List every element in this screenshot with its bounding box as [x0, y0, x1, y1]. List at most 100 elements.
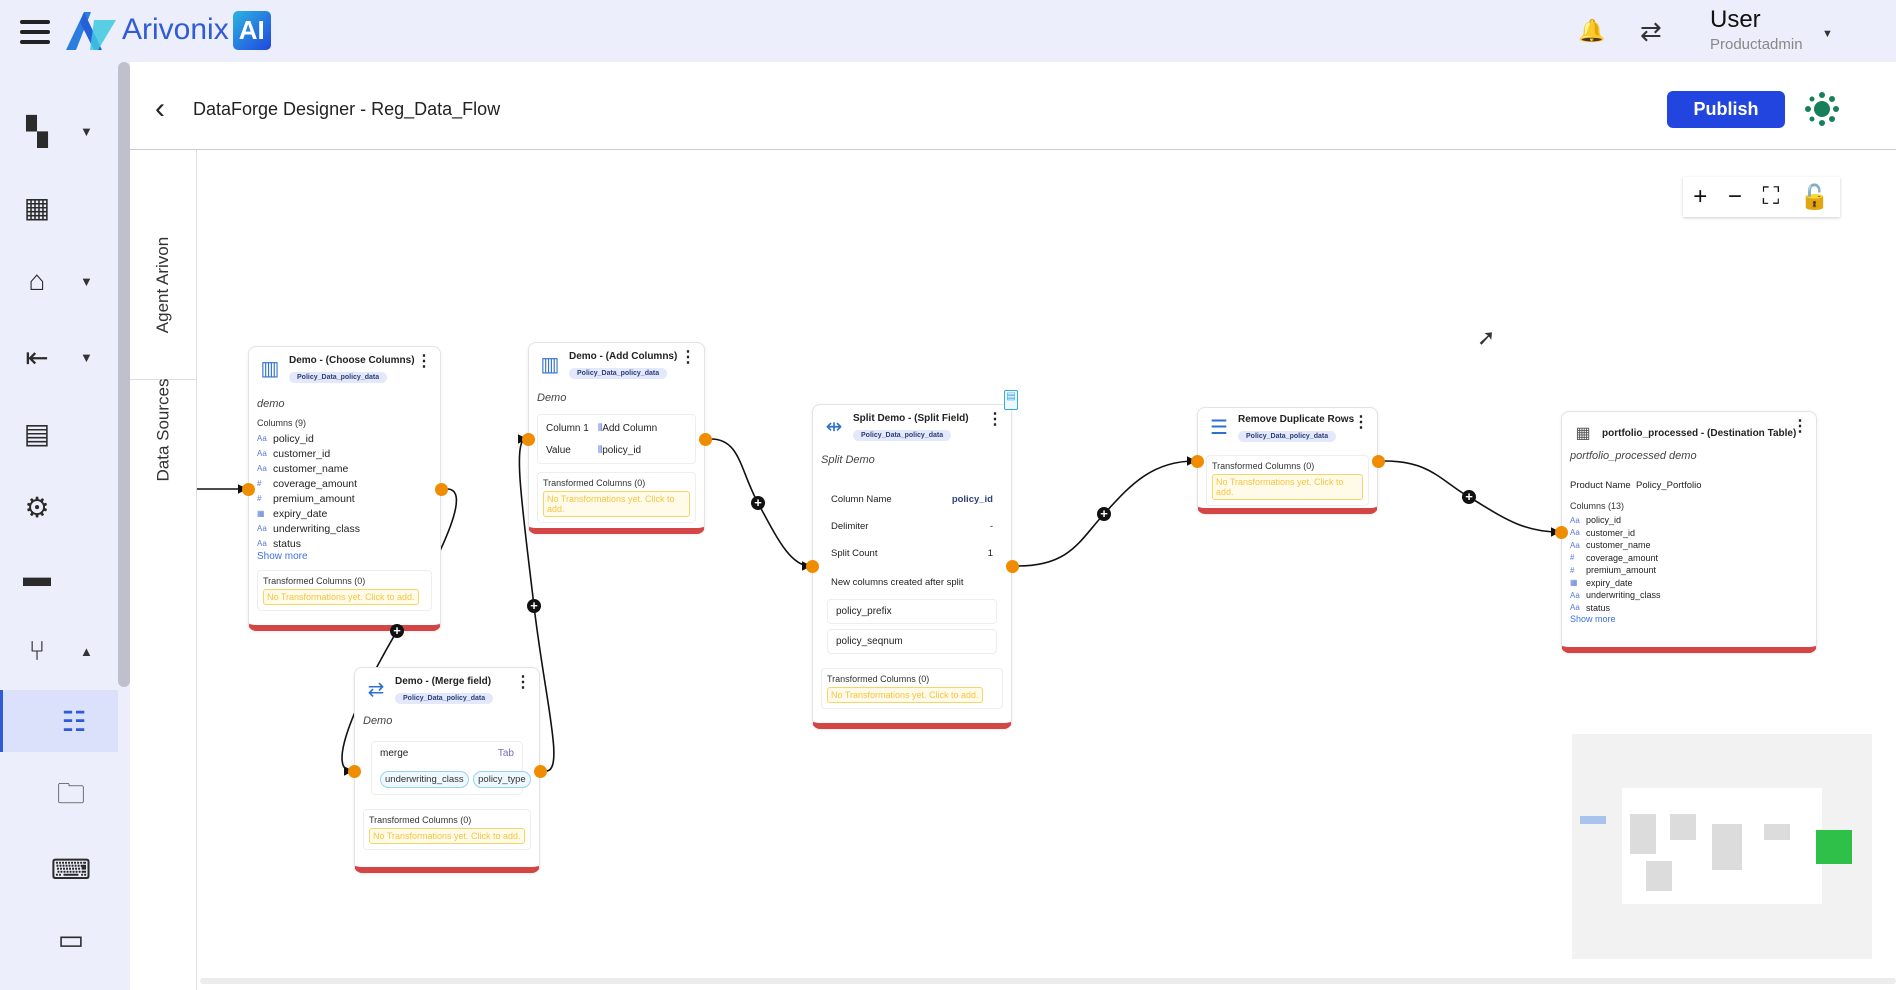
- output-handle[interactable]: [534, 765, 547, 778]
- output-handle[interactable]: [699, 433, 712, 446]
- sidebar-item-code-tools[interactable]: ⌨: [0, 838, 118, 900]
- input-handle[interactable]: [1191, 455, 1204, 468]
- more-options-icon[interactable]: ⋮: [515, 674, 531, 691]
- canvas-scrollbar[interactable]: [200, 978, 1896, 984]
- sidebar-item-requests[interactable]: ⇤▼: [0, 326, 118, 388]
- field-value: 1: [987, 548, 993, 559]
- output-handle[interactable]: [1006, 560, 1019, 573]
- canvas-controls: +−⛶ 🔓: [1683, 177, 1840, 217]
- add-node-button[interactable]: +: [1462, 490, 1476, 504]
- column-name: underwriting_class: [273, 522, 360, 535]
- fit-view-icon[interactable]: ⛶: [1762, 183, 1780, 210]
- sidebar-item-designer[interactable]: ☷: [0, 690, 118, 752]
- switch-icon[interactable]: ⇄: [1640, 16, 1662, 46]
- flow-icon: ⑂: [28, 635, 46, 666]
- minimap-node: [1630, 814, 1656, 854]
- publish-button[interactable]: Publish: [1667, 91, 1785, 128]
- top-bar: [0, 0, 1896, 62]
- field-label: Split Count: [831, 548, 878, 559]
- node-description: Demo: [363, 715, 393, 727]
- back-icon[interactable]: ‹: [155, 92, 165, 125]
- product-value: Policy_Portfolio: [1636, 480, 1702, 491]
- tab-data-sources[interactable]: Data Sources: [130, 340, 197, 520]
- sidebar-item-dashboard[interactable]: ▚▼: [0, 100, 118, 162]
- field-chip: underwriting_class: [380, 771, 469, 788]
- side-panel: Agent Arivon Data Sources: [130, 150, 197, 990]
- input-handle[interactable]: [1555, 526, 1568, 539]
- source-badge: Policy_Data_policy_data: [1238, 431, 1337, 442]
- minimap[interactable]: [1572, 734, 1872, 959]
- sidebar-item-folder-settings[interactable]: 🗀: [0, 766, 118, 828]
- add-transformation-button[interactable]: No Transformations yet. Click to add.: [543, 491, 690, 517]
- node-destination-table[interactable]: ▦portfolio_processed - (Destination Tabl…: [1561, 411, 1817, 653]
- merge-icon: ⇄: [367, 678, 385, 701]
- more-options-icon[interactable]: ⋮: [1792, 418, 1808, 435]
- input-handle[interactable]: [348, 765, 361, 778]
- show-more-link[interactable]: Show more: [257, 551, 308, 562]
- type-icon: #: [257, 494, 262, 503]
- sidebar-item-reports[interactable]: ▤: [0, 402, 118, 464]
- more-options-icon[interactable]: ⋮: [416, 353, 432, 370]
- dashboard-icon: ▚: [26, 115, 48, 147]
- sidebar-item-marketplace[interactable]: ⌂▼: [0, 250, 118, 312]
- input-handle[interactable]: [522, 433, 535, 446]
- lock-icon[interactable]: 🔓: [1799, 183, 1830, 211]
- tab-agent-arivon[interactable]: Agent Arivon: [130, 190, 197, 380]
- node-split-field[interactable]: ⇹Split Demo - (Split Field)Policy_Data_p…: [812, 404, 1012, 729]
- add-transformation-button[interactable]: No Transformations yet. Click to add.: [263, 589, 419, 605]
- field-value: Add Column: [602, 422, 658, 434]
- agent-status-icon[interactable]: [1803, 90, 1841, 128]
- node-merge-field[interactable]: ⇄Demo - (Merge field)Policy_Data_policy_…: [354, 667, 540, 873]
- node-choose-columns[interactable]: ▥Demo - (Choose Columns)Policy_Data_poli…: [248, 346, 441, 631]
- column-name: customer_name: [1586, 540, 1651, 551]
- sidebar-item-terminal[interactable]: ▭: [0, 908, 118, 970]
- transformed-label: Transformed Columns (0): [827, 674, 930, 684]
- caret-down-icon[interactable]: ▼: [1822, 28, 1833, 40]
- column-name: policy_id: [1586, 515, 1622, 526]
- tab-label: Data Sources: [153, 378, 173, 482]
- user-menu[interactable]: User Productadmin: [1710, 6, 1803, 53]
- add-transformation-button[interactable]: No Transformations yet. Click to add.: [827, 687, 983, 703]
- sidebar-item-layout[interactable]: ▬: [0, 546, 118, 608]
- zoom-in-icon[interactable]: +: [1693, 183, 1708, 210]
- add-node-button[interactable]: +: [390, 624, 404, 638]
- caret-down-icon: ▼: [80, 123, 93, 139]
- output-handle[interactable]: [1372, 455, 1385, 468]
- add-node-button[interactable]: +: [527, 599, 541, 613]
- code-wrench-icon: ⌨: [50, 853, 92, 885]
- menu-icon[interactable]: [20, 20, 50, 44]
- sidebar-item-pipelines[interactable]: ⑂▲: [0, 620, 118, 682]
- add-node-button[interactable]: +: [1097, 507, 1111, 521]
- node-add-columns[interactable]: ▥Demo - (Add Columns)Policy_Data_policy_…: [528, 342, 705, 534]
- field-label: Column 1: [546, 422, 589, 434]
- add-transformation-button[interactable]: No Transformations yet. Click to add.: [369, 828, 525, 844]
- zoom-out-icon[interactable]: −: [1727, 183, 1742, 210]
- node-description: demo: [257, 398, 285, 410]
- receipt-icon: ▤: [23, 417, 51, 449]
- show-more-link[interactable]: Show more: [1570, 614, 1616, 624]
- more-options-icon[interactable]: ⋮: [1353, 414, 1369, 431]
- tab-label: Agent Arivon: [153, 236, 173, 333]
- sidebar-item-apps[interactable]: ▦: [0, 176, 118, 238]
- column-name: expiry_date: [273, 507, 328, 520]
- notification-bell-icon[interactable]: 🔔: [1578, 18, 1606, 43]
- type-icon: Aa: [257, 449, 267, 458]
- new-columns-label: New columns created after split: [831, 576, 964, 588]
- more-options-icon[interactable]: ⋮: [987, 411, 1003, 428]
- sidebar-item-user-settings[interactable]: ⚙: [0, 476, 118, 538]
- input-handle[interactable]: [806, 560, 819, 573]
- sidebar-scrollbar[interactable]: [118, 62, 130, 687]
- more-options-icon[interactable]: ⋮: [680, 349, 696, 366]
- page-title: DataForge Designer - Reg_Data_Flow: [193, 99, 501, 119]
- add-node-button[interactable]: +: [751, 496, 765, 510]
- add-transformation-button[interactable]: No Transformations yet. Click to add.: [1212, 474, 1363, 500]
- output-handle[interactable]: [435, 483, 448, 496]
- transformed-label: Transformed Columns (0): [1212, 461, 1315, 471]
- caret-down-icon: ▼: [80, 349, 93, 365]
- column-name: premium_amount: [1586, 565, 1657, 576]
- input-handle[interactable]: [242, 483, 255, 496]
- clipboard-icon[interactable]: ▤: [1004, 390, 1018, 410]
- node-title: Demo - (Choose Columns): [289, 355, 415, 366]
